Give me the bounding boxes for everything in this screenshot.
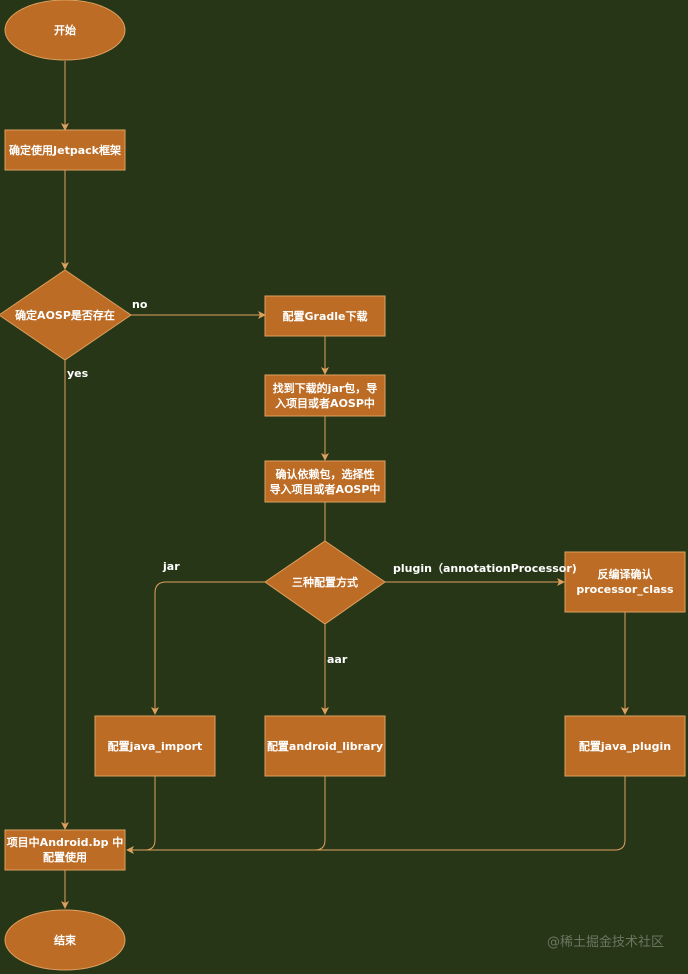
decompile-node: [564, 551, 686, 613]
android-bp-node: [4, 829, 126, 871]
edge-label-aar: aar: [327, 653, 348, 666]
end-node: [4, 909, 126, 971]
edge-label-no: no: [132, 298, 148, 311]
java-plugin-node: [564, 715, 686, 777]
android-library-node: [264, 715, 386, 777]
confirm-deps-node: [264, 460, 386, 503]
decide-jetpack-node: [4, 129, 126, 171]
edge-label-yes: yes: [67, 367, 89, 380]
watermark: @稀土掘金技术社区: [546, 935, 664, 950]
edge-plugin-bp: [127, 776, 626, 851]
java-import-node: [94, 715, 216, 777]
edge-import-bp: [126, 776, 156, 854]
start-node: [4, 0, 126, 61]
edge-label-plugin: plugin（annotationProcessor): [393, 562, 577, 575]
three-configs-node: [264, 540, 386, 625]
edge-library-bp: [127, 776, 326, 851]
find-jar-node: [264, 374, 386, 417]
edge-label-jar: jar: [163, 560, 180, 573]
edge-three-jar: [151, 581, 265, 715]
gradle-download-node: [264, 295, 386, 337]
aosp-exists-node: [0, 269, 132, 361]
